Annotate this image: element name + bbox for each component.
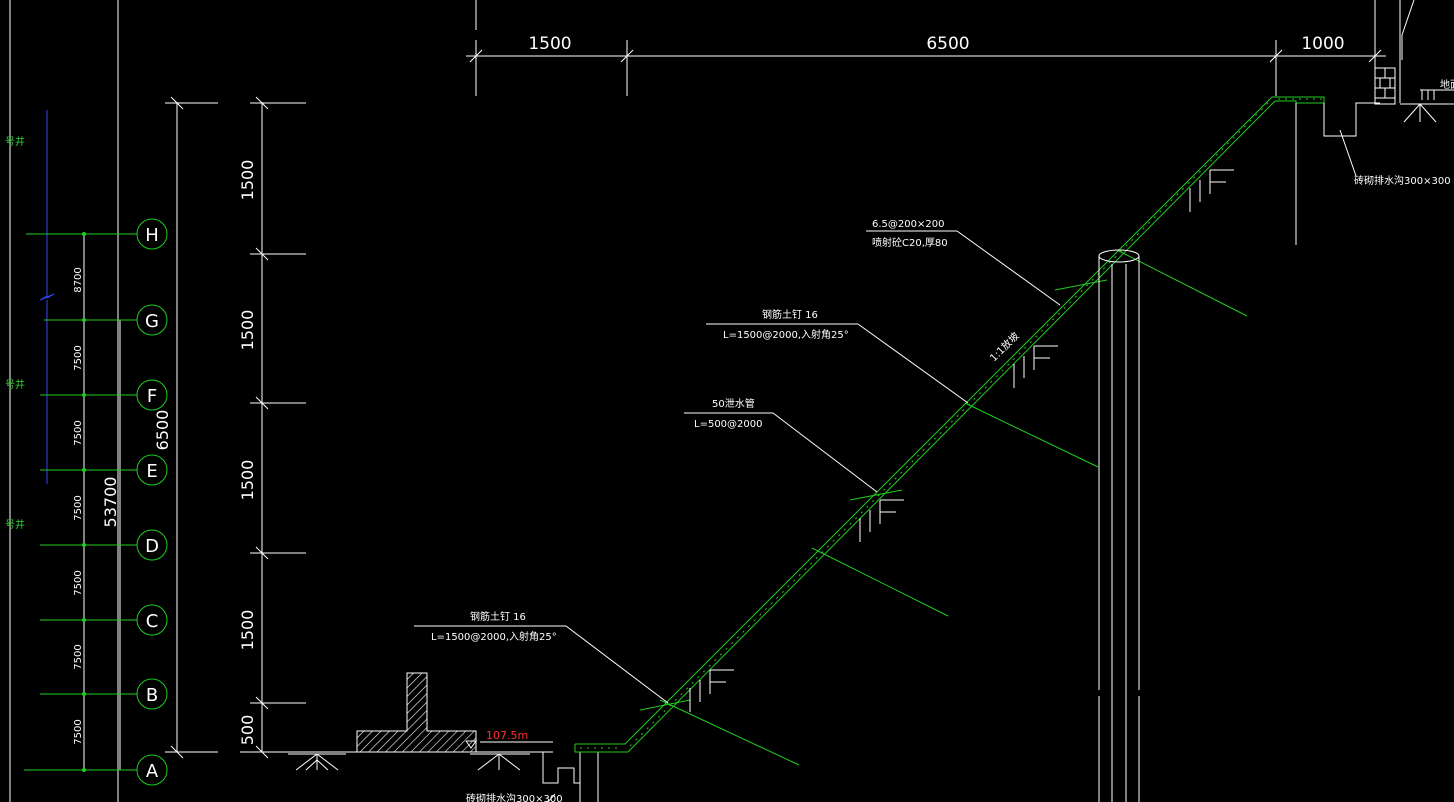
top-dim-2: 6500: [926, 34, 969, 54]
slope-profile: [574, 96, 1325, 753]
grid-spacing-6: 7500: [73, 644, 84, 669]
top-dimension-chain: 1500 6500 1000: [466, 34, 1386, 96]
well-label-2: 号井: [5, 378, 25, 391]
annotation-nail-upper: 钢筋土钉 16 L=1500@2000,入射角25°: [706, 308, 969, 404]
vert-dim-5: 500: [238, 715, 257, 746]
top-right-label: 地面: [1440, 78, 1454, 91]
nail-upper-text-2: L=1500@2000,入射角25°: [723, 329, 849, 341]
ground-symbol-2: [470, 753, 530, 771]
left-total-dimension: 6500: [153, 96, 218, 759]
well-label-1: 号井: [5, 135, 25, 148]
grid-spacing-4: 7500: [73, 495, 84, 520]
annotation-mesh: 6.5@200×200 喷射砼C20,厚80: [866, 219, 1061, 306]
mesh-text-2: 喷射砼C20,厚80: [872, 236, 948, 249]
grid-spacing-7: 7500: [73, 719, 84, 744]
grid-lines: [24, 232, 137, 772]
slope-ratio-label: 1:1放坡: [987, 329, 1022, 364]
grid-label-c: C: [146, 611, 159, 632]
nail-lower-text-1: 钢筋土钉 16: [470, 610, 526, 623]
vert-dim-3: 1500: [238, 460, 257, 501]
grid-spacing-labels: 8700 7500 7500 7500 7500 7500 7500 53700: [73, 267, 120, 744]
grid-label-f: F: [147, 386, 157, 407]
grid-spacing-3: 7500: [73, 420, 84, 445]
left-total-dim-text: 6500: [153, 410, 172, 451]
retaining-wall: [356, 672, 477, 753]
nail-upper-text-1: 钢筋土钉 16: [762, 308, 818, 321]
drain-symbol-4: [1189, 169, 1234, 212]
annotation-nail-lower: 钢筋土钉 16 L=1500@2000,入射角25°: [414, 610, 669, 704]
grid-label-h: H: [145, 225, 159, 246]
grid-label-a: A: [146, 761, 159, 782]
elevation-label: 107.5m: [486, 729, 528, 742]
pile: [1098, 249, 1140, 802]
vert-dim-4: 1500: [238, 610, 257, 651]
top-dim-3: 1000: [1301, 34, 1344, 54]
drain-pipe-symbols: [689, 169, 1234, 712]
bottom-ditch-label: 砖砌排水沟300×300: [466, 792, 563, 802]
grid-label-e: E: [146, 461, 157, 482]
top-dim-1: 1500: [528, 34, 571, 54]
well-labels: 号井 号井 号井: [5, 135, 25, 531]
drawing-frame: [9, 0, 477, 802]
well-label-3: 号井: [5, 518, 25, 531]
grid-label-d: D: [145, 536, 159, 557]
axis-grid: H G F E D C B A 8700 7500 7500 7500 7500…: [5, 110, 168, 786]
vert-dim-2: 1500: [238, 310, 257, 351]
top-drain-ditch: [1323, 102, 1380, 137]
grid-label-b: B: [146, 685, 158, 706]
brick-wall: [1374, 67, 1396, 105]
bottom-drain-ditch: [542, 752, 581, 784]
grid-spacing-2: 7500: [73, 345, 84, 370]
annotation-drain: 50泄水管 L=500@2000: [684, 397, 878, 493]
ground-symbol-1: [288, 753, 346, 771]
drain-symbol-3: [1013, 345, 1058, 388]
drain-symbol-2: [859, 499, 904, 542]
grid-bubbles[interactable]: H G F E D C B A: [136, 218, 168, 786]
ground-and-wall: 107.5m: [272, 672, 599, 802]
drain-symbol-1: [689, 669, 734, 712]
drain-text-1: 50泄水管: [712, 397, 755, 410]
grid-label-g: G: [145, 311, 159, 332]
drain-text-2: L=500@2000: [694, 419, 763, 430]
top-right-structure: 地面 砖砌排水沟300×300: [1295, 0, 1454, 245]
vert-dim-1: 1500: [238, 160, 257, 201]
grid-spacing-1: 8700: [73, 267, 84, 292]
grid-spacing-5: 7500: [73, 570, 84, 595]
soil-nails: [639, 249, 1248, 766]
nail-lower-text-2: L=1500@2000,入射角25°: [431, 631, 557, 643]
mesh-text-1: 6.5@200×200: [872, 219, 944, 230]
vertical-dimension-chain: 1500 1500 1500 1500 500: [238, 96, 306, 759]
grid-total-spacing: 53700: [101, 477, 120, 528]
top-ditch-label: 砖砌排水沟300×300: [1354, 174, 1451, 187]
